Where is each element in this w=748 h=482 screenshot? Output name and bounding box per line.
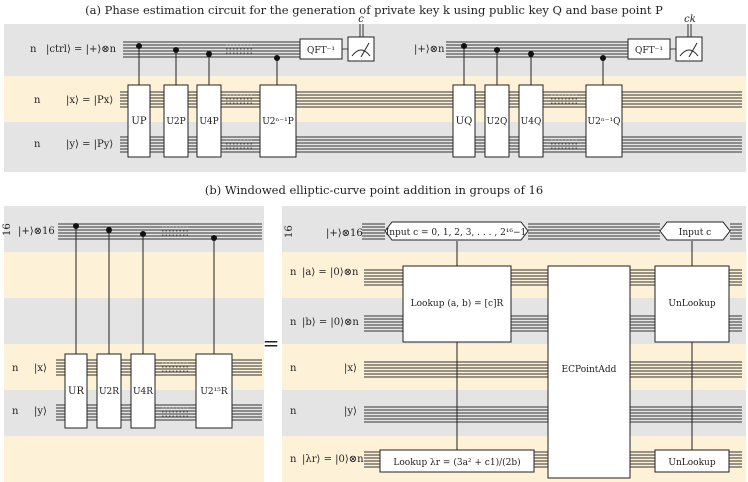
measure-label-c: c bbox=[358, 14, 364, 25]
control-dots-bl bbox=[73, 223, 217, 241]
band-bl-a bbox=[4, 252, 264, 298]
reg-br-x-state: |x⟩ bbox=[344, 363, 357, 374]
reg-br-l-size: n bbox=[290, 454, 297, 465]
connectors-br bbox=[456, 241, 693, 450]
input-c-short bbox=[659, 221, 731, 241]
gate-ur-label: UR bbox=[68, 386, 84, 397]
gate-u4q bbox=[518, 84, 544, 158]
qft-inverse-2-label: QFT⁻¹ bbox=[635, 46, 663, 56]
meter-icon bbox=[675, 24, 703, 62]
band-a-x bbox=[4, 76, 746, 122]
reg-bl-16-size: 16 bbox=[2, 223, 13, 236]
reg-br-y-state: |y⟩ bbox=[344, 406, 357, 417]
lookup-lambda-label: Lookup λr = (3a² + c1)/(2b) bbox=[393, 457, 520, 468]
wires-a-x bbox=[120, 91, 742, 108]
gate-u4q-label: U4Q bbox=[521, 117, 542, 127]
band-a-y bbox=[4, 122, 746, 172]
qft-inverse-1-label: QFT⁻¹ bbox=[307, 46, 335, 56]
input-c-short-label: Input c bbox=[679, 228, 711, 238]
gate-u2q-label: U2Q bbox=[487, 117, 508, 127]
panel-b-left: 16 |+⟩⊗16 n |x⟩ n |y⟩ UR U2R U4R U2¹⁵R bbox=[2, 206, 264, 482]
panel-b-right: 16 |+⟩⊗16 n |a⟩ = |0⟩⊗n n |b⟩ = |0⟩⊗n n … bbox=[282, 206, 746, 482]
reg-a-ctrl-size: n bbox=[30, 44, 37, 55]
lookup-ab-label: Lookup (a, b) = [c]R bbox=[411, 298, 504, 309]
lookup-lambda-box bbox=[379, 449, 535, 473]
unlookup-top-box bbox=[654, 265, 730, 343]
reg-a-ctrl2-state: |+⟩⊗n bbox=[414, 44, 445, 55]
ec-point-add-label: ECPointAdd bbox=[562, 365, 617, 375]
reg-bl-y-state: |y⟩ bbox=[34, 406, 47, 417]
controls-a bbox=[138, 46, 604, 85]
gate-u2n1p-label: U2ⁿ⁻¹P bbox=[262, 117, 294, 127]
band-bl-16 bbox=[4, 206, 264, 252]
reg-br-y-size: n bbox=[290, 406, 297, 417]
ec-point-add-box bbox=[547, 265, 631, 479]
reg-br-b-size: n bbox=[290, 317, 297, 328]
gate-u2n1q bbox=[585, 84, 623, 158]
gate-uq-label: UQ bbox=[456, 116, 473, 127]
reg-bl-y-size: n bbox=[12, 406, 19, 417]
unlookup-bottom-box bbox=[654, 449, 730, 473]
reg-br-l-state: |λr⟩ = |0⟩⊗n bbox=[302, 454, 364, 465]
reg-br-a-size: n bbox=[290, 267, 297, 278]
input-c-full bbox=[384, 221, 529, 241]
caption-b: (b) Windowed elliptic-curve point additi… bbox=[205, 183, 543, 197]
caption-a: (a) Phase estimation circuit for the gen… bbox=[85, 3, 663, 17]
reg-br-16-state: |+⟩⊗16 bbox=[326, 228, 363, 239]
gate-u2p bbox=[163, 84, 189, 158]
input-c-full-label: Input c = 0, 1, 2, 3, . . . , 2¹⁶−1 bbox=[386, 228, 527, 238]
reg-bl-16-state: |+⟩⊗16 bbox=[18, 226, 55, 237]
unlookup-bottom-label: UnLookup bbox=[668, 458, 715, 468]
gate-u4r bbox=[130, 353, 156, 429]
gate-uq bbox=[452, 84, 476, 158]
gate-u4p bbox=[196, 84, 222, 158]
band-bl-b bbox=[4, 298, 264, 344]
gate-u215r bbox=[195, 353, 233, 429]
meter-icon bbox=[347, 24, 375, 62]
band-a-ctrl bbox=[4, 24, 746, 76]
unlookup-top-label: UnLookup bbox=[668, 299, 715, 309]
wires-a-y bbox=[120, 136, 742, 153]
reg-a-x-state: |x⟩ = |Px⟩ bbox=[66, 95, 113, 106]
lookup-ab-box bbox=[402, 265, 512, 343]
gate-u2r-label: U2R bbox=[99, 387, 119, 397]
reg-a-x-size: n bbox=[34, 95, 41, 106]
reg-bl-x-size: n bbox=[12, 363, 19, 374]
band-br-x bbox=[282, 344, 746, 390]
reg-a-y-state: |y⟩ = |Py⟩ bbox=[66, 139, 113, 150]
gate-u215r-label: U2¹⁵R bbox=[200, 387, 228, 397]
gate-u4r-label: U4R bbox=[133, 387, 153, 397]
band-bl-l bbox=[4, 436, 264, 482]
equals-sign: = bbox=[263, 331, 280, 355]
reg-bl-x-state: |x⟩ bbox=[34, 363, 47, 374]
gate-u2n1q-label: U2ⁿ⁻¹Q bbox=[588, 117, 621, 127]
gate-u2n1p bbox=[259, 84, 297, 158]
reg-br-a-state: |a⟩ = |0⟩⊗n bbox=[302, 267, 359, 278]
panel-a: n |ctrl⟩ = |+⟩⊗n n |x⟩ = |Px⟩ n |y⟩ = |P… bbox=[4, 14, 746, 172]
wires-a-ctrl bbox=[123, 41, 628, 58]
gate-u2r bbox=[96, 353, 122, 429]
reg-a-y-size: n bbox=[34, 139, 41, 150]
gate-u4p-label: U4P bbox=[199, 117, 218, 127]
reg-br-x-size: n bbox=[290, 363, 297, 374]
gate-u2p-label: U2P bbox=[166, 117, 185, 127]
reg-a-ctrl-state: |ctrl⟩ = |+⟩⊗n bbox=[46, 44, 117, 55]
reg-br-b-state: |b⟩ = |0⟩⊗n bbox=[302, 317, 359, 328]
gate-u2q bbox=[484, 84, 510, 158]
control-dots-a bbox=[136, 43, 606, 61]
wires-bl bbox=[56, 223, 262, 421]
gate-ur bbox=[64, 353, 88, 429]
reg-br-16-size: 16 bbox=[284, 225, 295, 238]
gate-up bbox=[127, 84, 151, 158]
gate-up-label: UP bbox=[131, 116, 146, 127]
controls-bl bbox=[75, 226, 215, 354]
measure-label-ck: ck bbox=[684, 14, 696, 25]
